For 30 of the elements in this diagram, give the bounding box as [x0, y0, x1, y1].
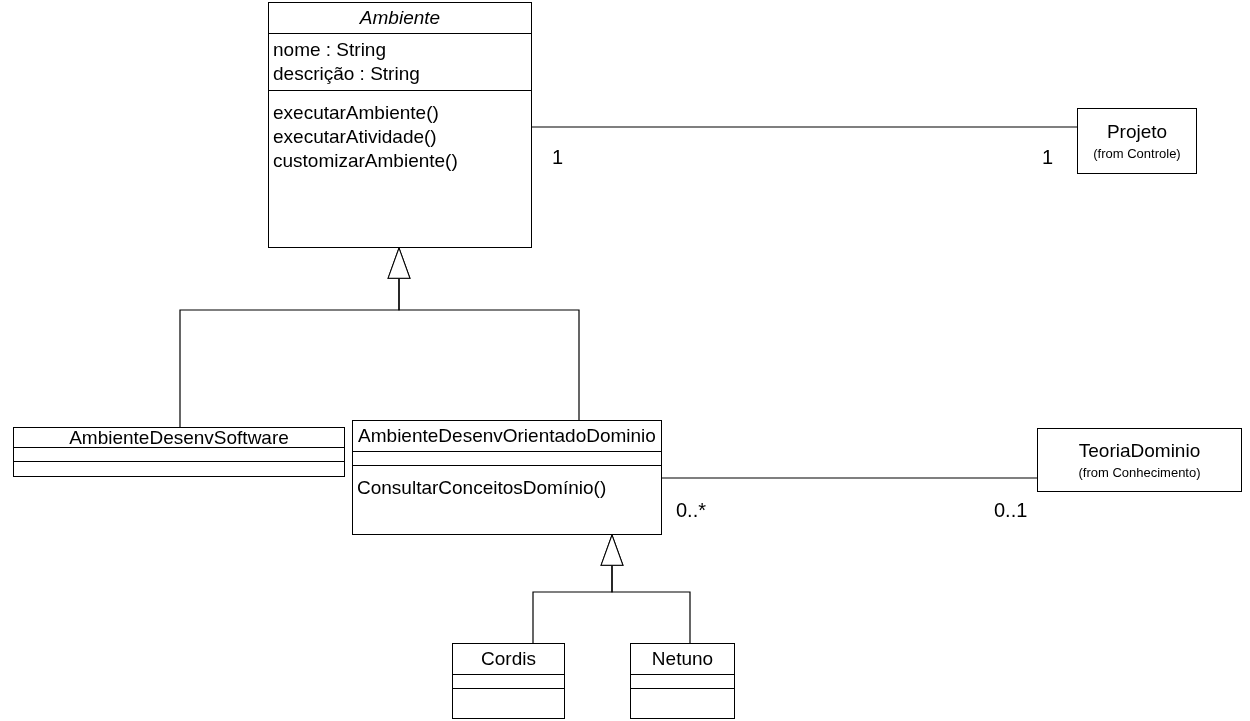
class-name: Projeto — [1106, 120, 1168, 144]
operation-text: executarAmbiente() — [273, 101, 440, 125]
generalization-arrow — [387, 247, 580, 421]
operation-text: ConsultarConceitosDomínio() — [357, 476, 608, 500]
association-line — [661, 477, 1038, 479]
class-box — [268, 2, 532, 248]
class-box — [13, 427, 345, 477]
class-name: AmbienteDesenvOrientadoDominio — [357, 424, 657, 448]
multiplicity-label: 1 — [552, 145, 564, 169]
class-name: AmbienteDesenvSoftware — [68, 425, 290, 450]
multiplicity-label: 0..* — [676, 498, 707, 522]
operation-text: customizarAmbiente() — [273, 149, 459, 173]
package-note: (from Conhecimento) — [1078, 464, 1201, 482]
class-box — [1037, 428, 1242, 492]
package-note: (from Controle) — [1093, 145, 1181, 163]
attribute-text: nome : String — [273, 38, 387, 62]
class-box — [452, 643, 565, 719]
attribute-text: descrição : String — [273, 62, 421, 86]
operation-text: executarAtividade() — [273, 125, 438, 149]
class-name: TeoriaDominio — [1078, 439, 1201, 463]
class-name: Ambiente — [358, 6, 442, 30]
class-box — [352, 420, 662, 535]
class-name: Cordis — [480, 647, 537, 671]
class-box — [630, 643, 735, 719]
association-line — [531, 126, 1078, 128]
multiplicity-label: 0..1 — [994, 498, 1028, 522]
class-box — [1077, 108, 1197, 174]
multiplicity-label: 1 — [1042, 145, 1054, 169]
class-name: Netuno — [650, 647, 715, 671]
generalization-arrow — [600, 534, 691, 644]
